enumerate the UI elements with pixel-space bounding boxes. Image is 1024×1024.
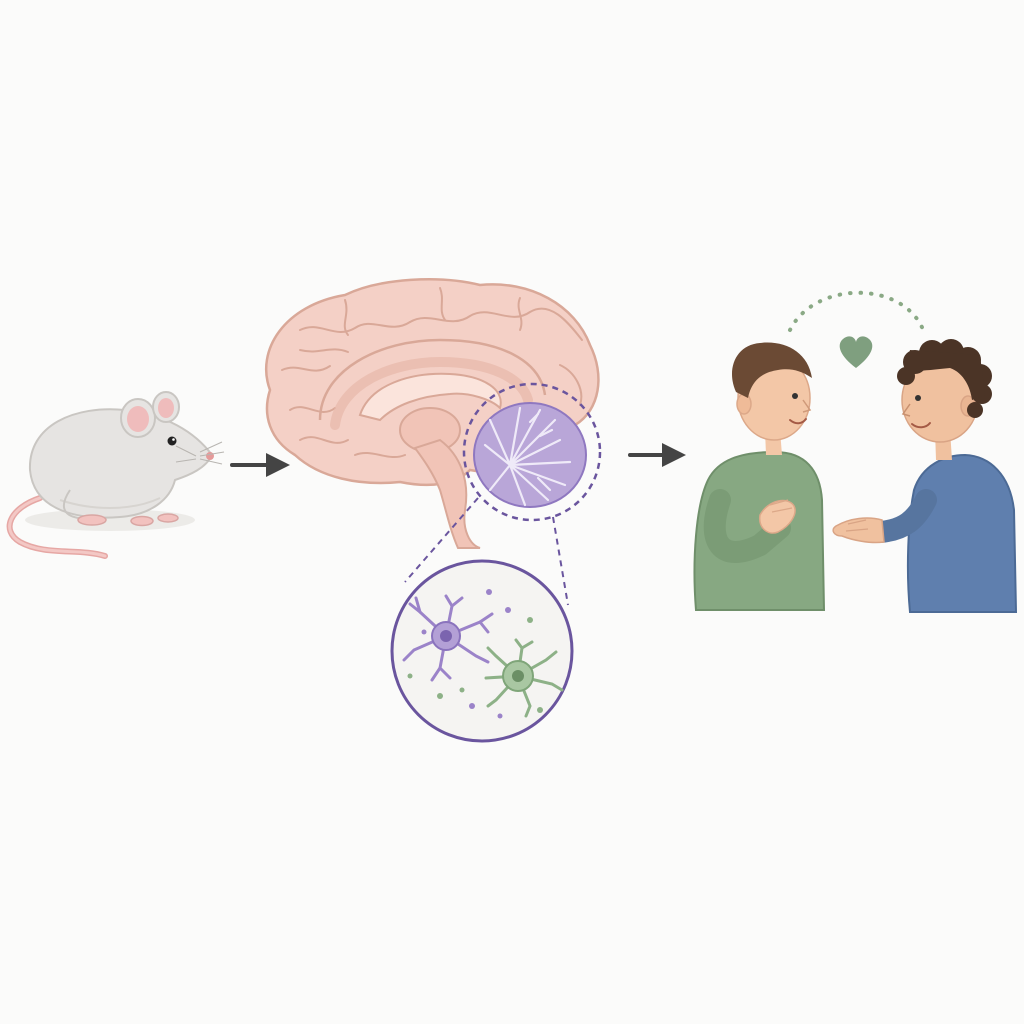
person-right bbox=[832, 339, 1018, 613]
mouse-foot bbox=[157, 513, 179, 523]
particles bbox=[407, 589, 543, 719]
arm bbox=[703, 489, 791, 563]
corpus-callosum bbox=[358, 372, 502, 422]
cerebellum-icon bbox=[462, 382, 602, 522]
neuron-purple bbox=[402, 594, 494, 682]
heart-icon bbox=[839, 336, 873, 368]
mouse-nose bbox=[206, 452, 214, 460]
shirt-blue bbox=[906, 453, 1018, 613]
mouse-body bbox=[28, 408, 214, 519]
social-interaction-icon bbox=[693, 290, 1018, 613]
zoom-lines bbox=[404, 497, 569, 606]
person-left bbox=[693, 342, 826, 611]
arbor-vitae bbox=[483, 406, 572, 507]
hair bbox=[897, 339, 992, 418]
mouse-eye bbox=[167, 436, 177, 446]
inset-circle bbox=[390, 559, 574, 743]
mouse-whiskers bbox=[175, 441, 225, 465]
neuron-cells-icon bbox=[390, 559, 574, 743]
arrow-right-icon bbox=[230, 453, 290, 477]
mouse-foot bbox=[130, 515, 154, 527]
arrow-right-icon bbox=[628, 443, 686, 467]
mouse-foot bbox=[77, 514, 107, 526]
brainstem bbox=[413, 438, 481, 549]
neuron-green bbox=[484, 638, 564, 718]
hair bbox=[731, 342, 812, 398]
connection-arc bbox=[788, 290, 926, 334]
mouse-icon bbox=[6, 391, 225, 559]
gyri bbox=[281, 287, 583, 458]
arm bbox=[869, 489, 937, 543]
cerebellum-highlight-ring bbox=[462, 382, 602, 522]
cingulate bbox=[318, 338, 547, 421]
